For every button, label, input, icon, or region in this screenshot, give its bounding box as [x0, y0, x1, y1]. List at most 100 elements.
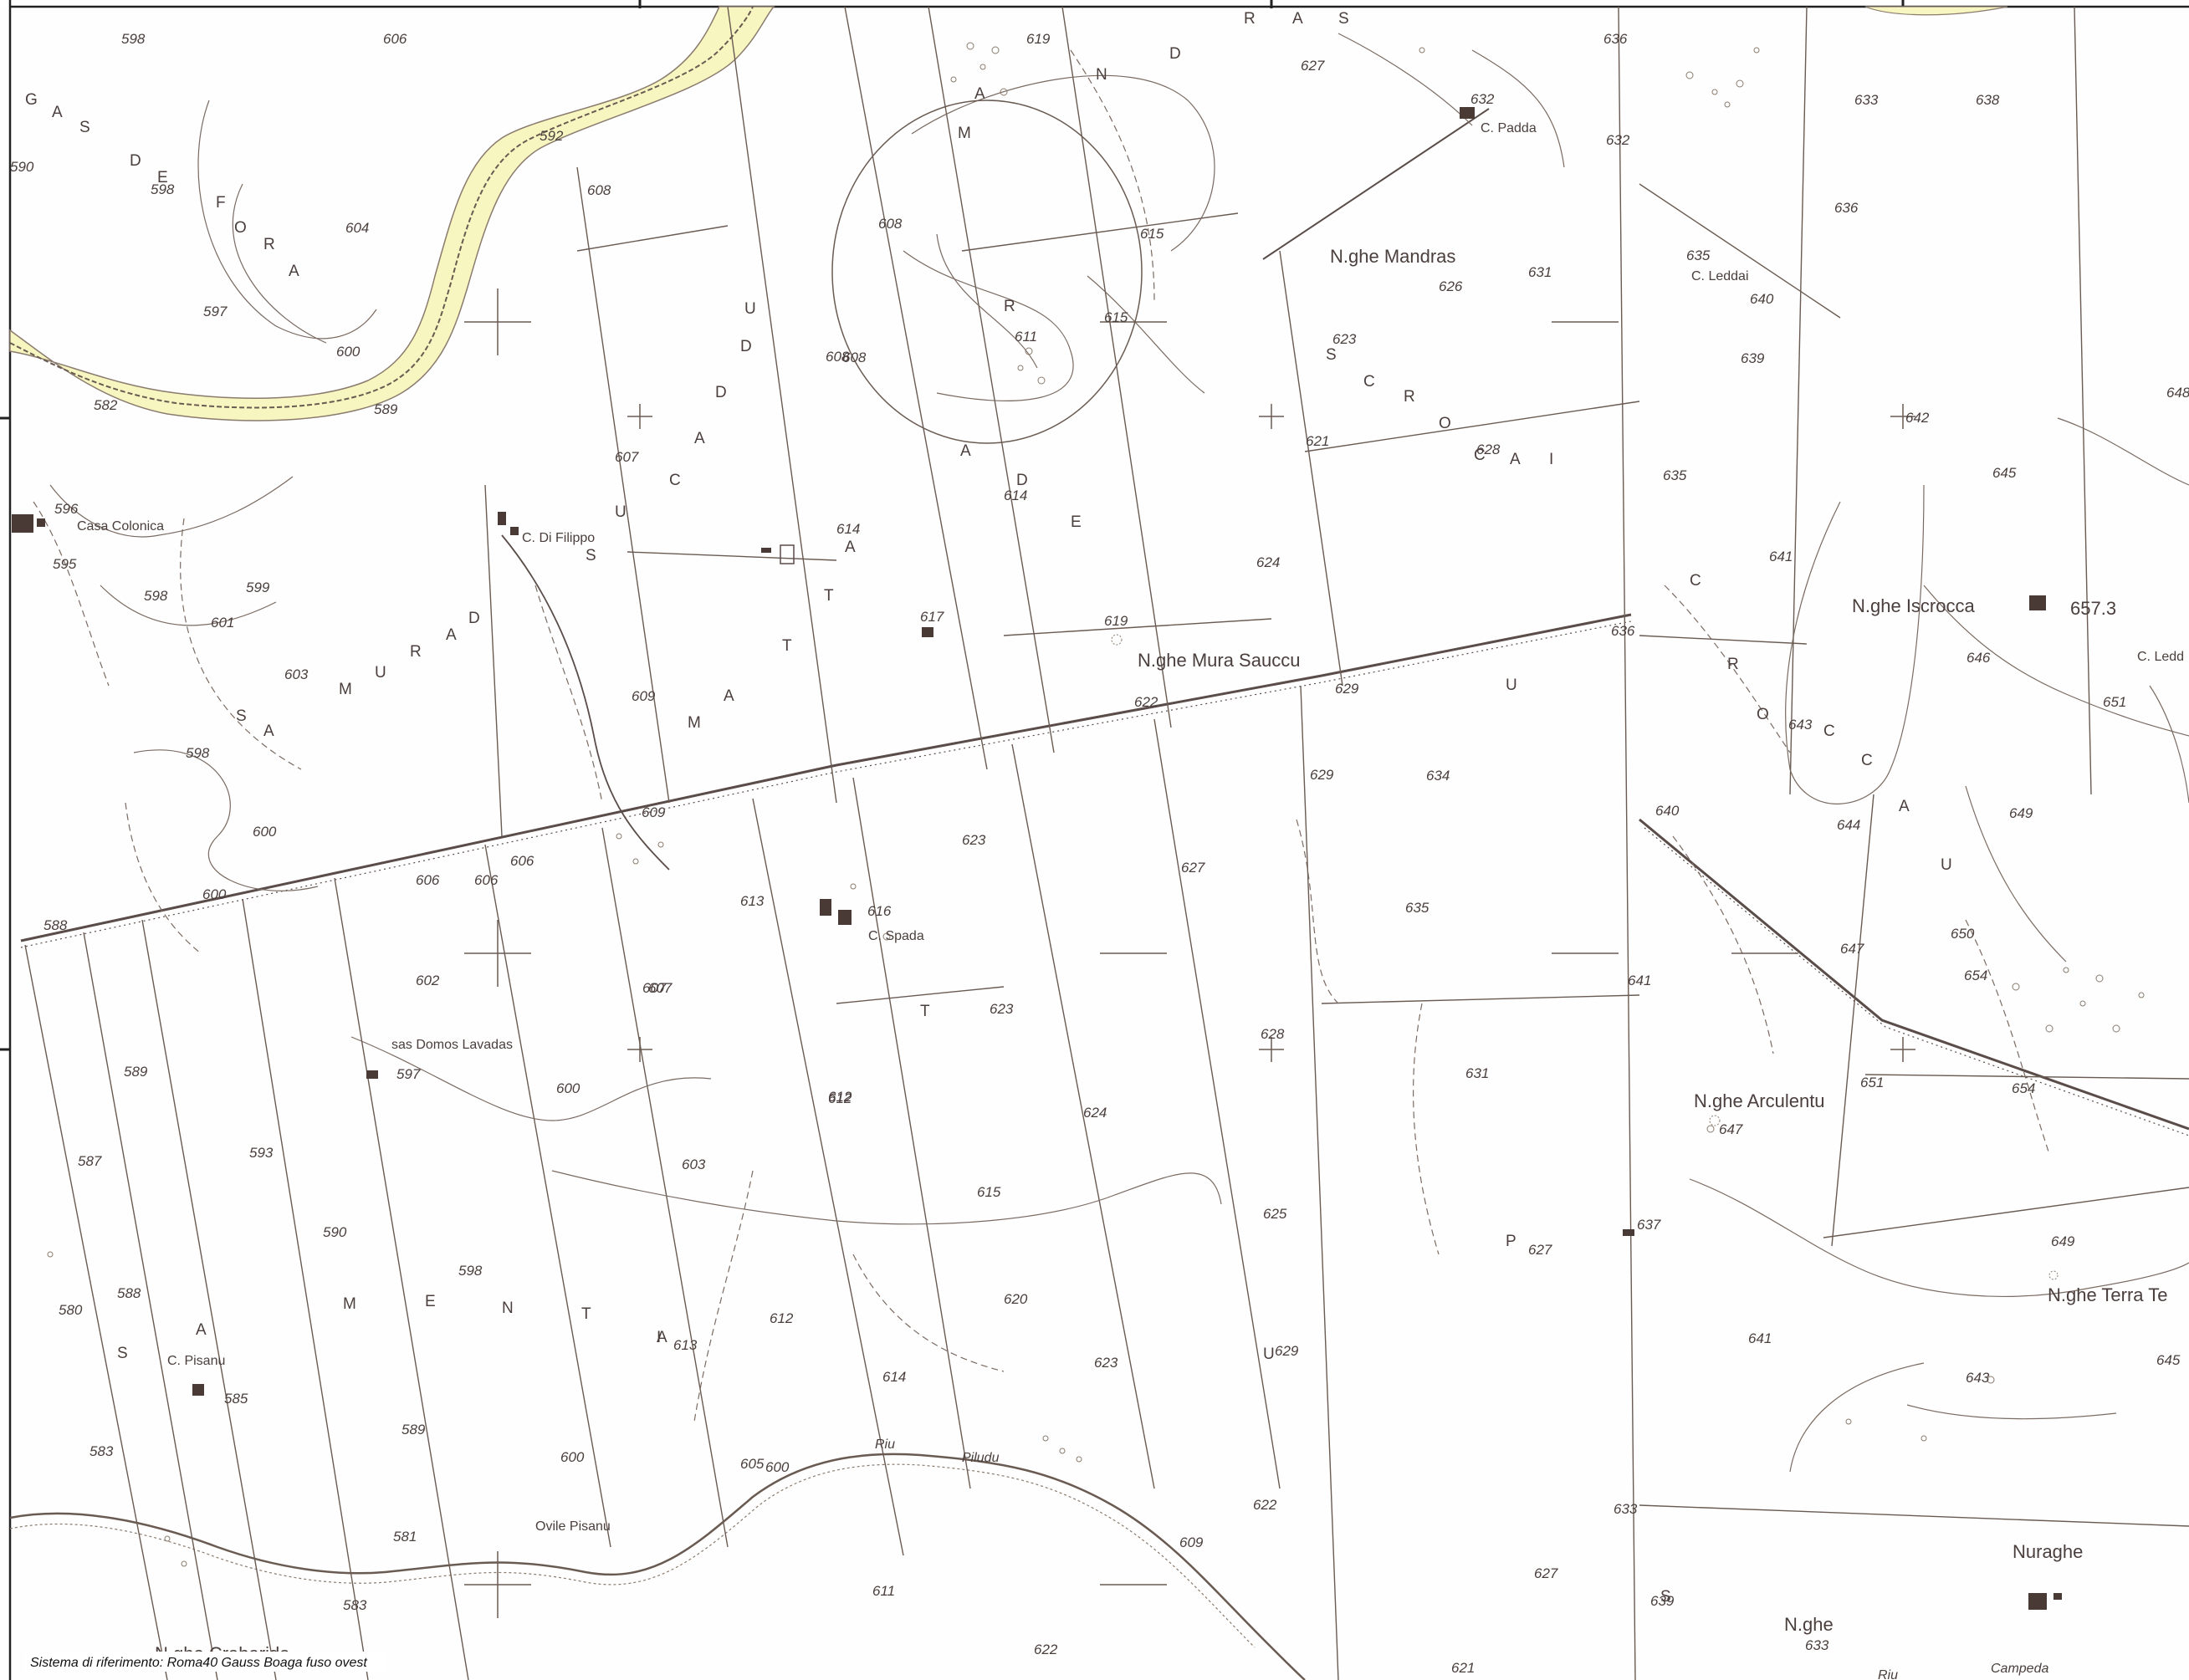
spot-height-label: 643 [1966, 1370, 1990, 1386]
spot-height-label: 607 [648, 980, 673, 996]
letter-top-a: A [1292, 10, 1303, 28]
letter-ta-t: T [920, 1003, 930, 1020]
spot-height-label: 638 [1976, 92, 2000, 108]
spot-height-label: 627 [1301, 58, 1325, 74]
place-nghe-mura-sauccu: N.ghe Mura Sauccu [1138, 650, 1300, 671]
letter-upu-u2: U [1506, 677, 1517, 694]
spot-height-label: 654 [1964, 968, 1987, 983]
spot-height-label: 622 [1253, 1497, 1277, 1513]
letter-scro-o: O [1439, 415, 1451, 432]
spot-height-label: 640 [1655, 803, 1680, 819]
spot-height-label: 612 [828, 1090, 852, 1106]
spot-height-label: 583 [90, 1443, 114, 1459]
letter-top-r: R [1244, 10, 1256, 28]
spot-height-label: 590 [10, 159, 34, 175]
spot-height-label: 600 [765, 1459, 790, 1475]
spot-height-label: 589 [374, 401, 398, 417]
letter-scro-c2: C [1474, 447, 1486, 464]
spot-height-label: 585 [224, 1391, 248, 1407]
spot-height-label: 621 [1451, 1660, 1475, 1676]
letter-sa-a: A [263, 723, 274, 740]
place-casa-colonica: Casa Colonica [77, 519, 164, 534]
letter-fora-r: R [263, 236, 275, 253]
spot-height-label: 639 [1741, 350, 1765, 366]
spot-height-label: 597 [396, 1066, 421, 1082]
letter-menti-a: A [196, 1321, 207, 1339]
spot-height-label: 651 [2103, 694, 2126, 710]
letter-sa-s: S [236, 707, 247, 725]
spot-height-label: 603 [284, 666, 309, 682]
spot-height-label: 650 [1951, 926, 1975, 942]
letter-matta-t2: T [824, 587, 834, 605]
spot-height-label: 616 [867, 903, 892, 919]
letter-scro-a: A [1510, 451, 1521, 468]
spot-height-label: 647 [1719, 1121, 1743, 1137]
spot-height-label: 643 [1788, 717, 1813, 733]
dashed-tracks [33, 49, 2050, 1422]
spot-height-label: 623 [990, 1001, 1014, 1017]
spot-height-label: 626 [1439, 278, 1463, 294]
letter-mandra-a2: A [960, 442, 971, 460]
letter-mandra-d: D [1169, 45, 1181, 63]
letter-menti-i: I [657, 1329, 661, 1346]
place-riu: Riu [875, 1437, 895, 1452]
spot-height-label: 635 [1663, 467, 1687, 483]
spot-height-label: 588 [43, 917, 68, 933]
letter-cad-u: U [744, 300, 756, 318]
spot-height-label: 621 [1306, 433, 1329, 449]
spot-height-label: 627 [1528, 1242, 1552, 1258]
spot-height-label: 596 [54, 501, 79, 517]
letter-scro-s: S [1326, 346, 1337, 364]
spot-height-label: 600 [202, 886, 227, 902]
letter-matta-t1: T [782, 637, 792, 655]
letter-crocc-r: R [1727, 656, 1739, 673]
place-c-leddai: C. Leddai [1691, 269, 1749, 283]
spot-height-label: 597 [203, 304, 228, 319]
spot-height-label: 607 [615, 449, 639, 465]
spot-height-label: 629 [1335, 681, 1359, 697]
spot-height-label: 627 [1181, 860, 1205, 876]
spot-height-label: 613 [740, 893, 765, 909]
river-center-line [9, 6, 754, 409]
stream-riu-piludu [9, 1453, 1306, 1680]
spot-height-label: 622 [1134, 694, 1158, 710]
place-nghe-mandras: N.ghe Mandras [1330, 246, 1455, 267]
place-nghe-arculentu: N.ghe Arculentu [1694, 1090, 1825, 1111]
spot-height-label: 644 [1837, 817, 1860, 833]
letter-ta-a: A [657, 1329, 667, 1346]
spot-height-label: 629 [1275, 1343, 1299, 1359]
spot-height-label: 635 [1686, 248, 1711, 263]
hatched-building [780, 544, 795, 564]
letter-crocc-c2: C [1823, 723, 1835, 740]
spot-height-label: 641 [1769, 549, 1793, 564]
spot-height-label: 582 [94, 397, 118, 413]
frame-ticks [0, 0, 1905, 1051]
letter-mandra-m: M [958, 125, 971, 142]
spot-height-label: 640 [1750, 291, 1774, 307]
spot-height-label: 589 [401, 1422, 426, 1437]
letter-crocc-c: C [1690, 572, 1701, 590]
letter-crocc-o: O [1757, 706, 1769, 723]
letter-gas-g: G [25, 91, 38, 109]
oval-track [831, 100, 1143, 444]
spot-height-label: 583 [343, 1597, 367, 1613]
spot-height-label: 614 [1004, 488, 1027, 503]
region-letters: G A S D E F O R A S A M U R A D S U C A … [25, 10, 1952, 1606]
place-nghe-iscrocca: N.ghe Iscrocca [1852, 595, 1975, 616]
spot-height-label: 612 [828, 1089, 852, 1105]
letter-mandra-a: A [974, 85, 985, 103]
spot-height-label: 627 [1534, 1565, 1558, 1581]
main-roads [20, 108, 2189, 1136]
spot-height-label: 632 [1606, 132, 1630, 148]
spot-height-label: 580 [59, 1302, 83, 1318]
spot-height-label: 642 [1905, 410, 1930, 426]
spot-height-label: 605 [740, 1456, 765, 1472]
spot-height-label: 633 [1854, 92, 1879, 108]
letter-fora-f: F [216, 194, 226, 212]
letter-crocc-a: A [1899, 798, 1910, 815]
place-c-spada: C. Spada [868, 929, 924, 943]
spot-height-label: 625 [1263, 1206, 1287, 1222]
spot-height-label: 617 [920, 609, 944, 625]
